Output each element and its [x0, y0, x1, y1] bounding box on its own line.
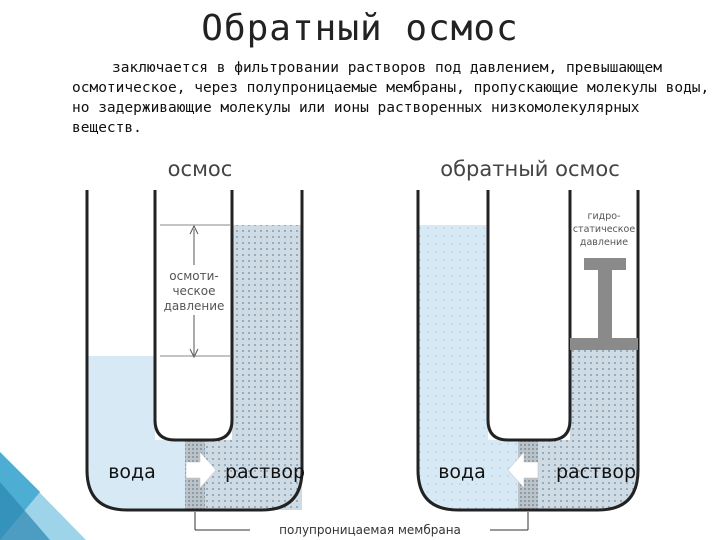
- left-pressure-label-3: давление: [164, 299, 225, 313]
- right-u-tube: [416, 190, 640, 512]
- left-heading: осмос: [168, 157, 233, 181]
- piston-top: [584, 258, 626, 270]
- right-flow-arrow: [507, 451, 539, 489]
- left-solution-column: [232, 225, 302, 460]
- right-heading: обратный осмос: [440, 157, 620, 181]
- right-pressure-label-1: гидро-: [587, 211, 620, 222]
- description-paragraph: заключается в фильтровании растворов под…: [72, 60, 710, 136]
- membrane-leader: [194, 512, 529, 531]
- corner-decoration: [0, 452, 86, 540]
- piston-rod: [598, 270, 612, 338]
- right-pressure-label-2: статическое: [573, 224, 636, 235]
- piston-plate: [570, 338, 638, 350]
- right-solution-label: раствор: [556, 461, 636, 483]
- left-water-label: вода: [108, 461, 156, 483]
- left-water-column: [87, 356, 155, 456]
- page-title: Обратный осмос: [201, 8, 519, 49]
- left-pressure-label-2: ческое: [172, 284, 215, 298]
- description-text: заключается в фильтровании растворов под…: [72, 58, 712, 138]
- left-u-tube: [85, 190, 304, 512]
- left-pressure-label-1: осмоти-: [169, 269, 218, 283]
- right-pressure-label-3: давление: [580, 237, 628, 248]
- left-solution-label: раствор: [225, 461, 305, 483]
- membrane-label: полупроницаемая мембрана: [279, 523, 461, 537]
- right-water-label: вода: [438, 461, 486, 483]
- right-water-column: [418, 225, 488, 460]
- left-flow-arrow: [185, 451, 217, 489]
